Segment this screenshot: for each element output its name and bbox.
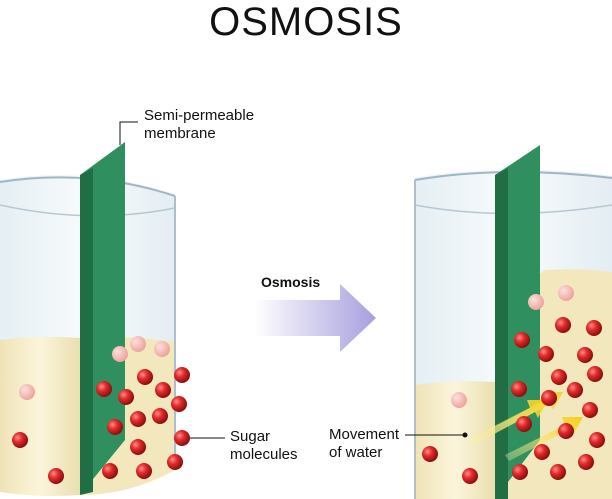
- sugar-molecule: [567, 382, 583, 398]
- sugar-molecule-faded: [19, 384, 35, 400]
- sugar-label: Sugar molecules: [230, 428, 298, 464]
- osmosis-arrow-icon: [255, 284, 376, 352]
- sugar-molecule-faded: [130, 336, 146, 352]
- sugar-molecule: [48, 468, 64, 484]
- sugar-label-line2: molecules: [230, 446, 298, 463]
- water-label-line1: Movement: [329, 426, 400, 443]
- sugar-molecule: [511, 381, 527, 397]
- sugar-molecule-faded: [558, 285, 574, 301]
- sugar-molecule: [558, 423, 574, 439]
- sugar-molecule-faded: [154, 341, 170, 357]
- sugar-molecule: [551, 369, 567, 385]
- right-molecules: [422, 285, 605, 484]
- right-beaker: [414, 145, 612, 499]
- sugar-molecule: [155, 382, 171, 398]
- sugar-molecule: [534, 444, 550, 460]
- sugar-molecule: [516, 416, 532, 432]
- sugar-molecule: [514, 332, 530, 348]
- sugar-molecule: [550, 464, 566, 480]
- sugar-molecule: [12, 432, 28, 448]
- sugar-molecule: [422, 446, 438, 462]
- sugar-molecule: [152, 408, 168, 424]
- sugar-molecule: [582, 402, 598, 418]
- sugar-molecule: [538, 346, 554, 362]
- osmosis-arrow-label: Osmosis: [261, 274, 321, 290]
- membrane-leader-line: [119, 121, 138, 145]
- left-beaker: [0, 142, 176, 496]
- water-label: Movement of water: [329, 426, 399, 462]
- sugar-molecule-faded: [451, 392, 467, 408]
- sugar-molecule: [555, 317, 571, 333]
- sugar-molecule-faded: [112, 346, 128, 362]
- sugar-molecule: [577, 347, 593, 363]
- water-label-line2: of water: [329, 444, 383, 461]
- sugar-molecule: [462, 468, 478, 484]
- sugar-molecule: [102, 463, 118, 479]
- sugar-molecule-faded: [528, 294, 544, 310]
- sugar-molecule: [107, 419, 123, 435]
- sugar-molecule: [541, 390, 557, 406]
- sugar-molecule: [167, 454, 183, 470]
- right-solution-left-side: [415, 381, 495, 499]
- sugar-molecule: [118, 389, 134, 405]
- membrane-label-line2: membrane: [144, 125, 216, 142]
- sugar-molecule: [171, 396, 187, 412]
- left-molecules: [12, 336, 190, 484]
- sugar-molecule: [578, 454, 594, 470]
- membrane-label-line1: Semi-permeable: [144, 107, 255, 124]
- sugar-label-line1: Sugar: [230, 428, 271, 445]
- sugar-molecule: [174, 430, 190, 446]
- left-solution-left-side: [0, 336, 80, 496]
- membrane-label: Semi-permeable membrane: [144, 107, 254, 143]
- sugar-molecule: [589, 432, 605, 448]
- sugar-molecule: [96, 381, 112, 397]
- sugar-molecule: [136, 463, 152, 479]
- sugar-molecule: [130, 411, 146, 427]
- sugar-molecule: [130, 439, 146, 455]
- sugar-molecule: [137, 369, 153, 385]
- page-title: OSMOSIS: [209, 0, 403, 44]
- sugar-molecule: [587, 366, 603, 382]
- sugar-molecule: [174, 367, 190, 383]
- sugar-molecule: [512, 464, 528, 480]
- sugar-molecule: [586, 320, 602, 336]
